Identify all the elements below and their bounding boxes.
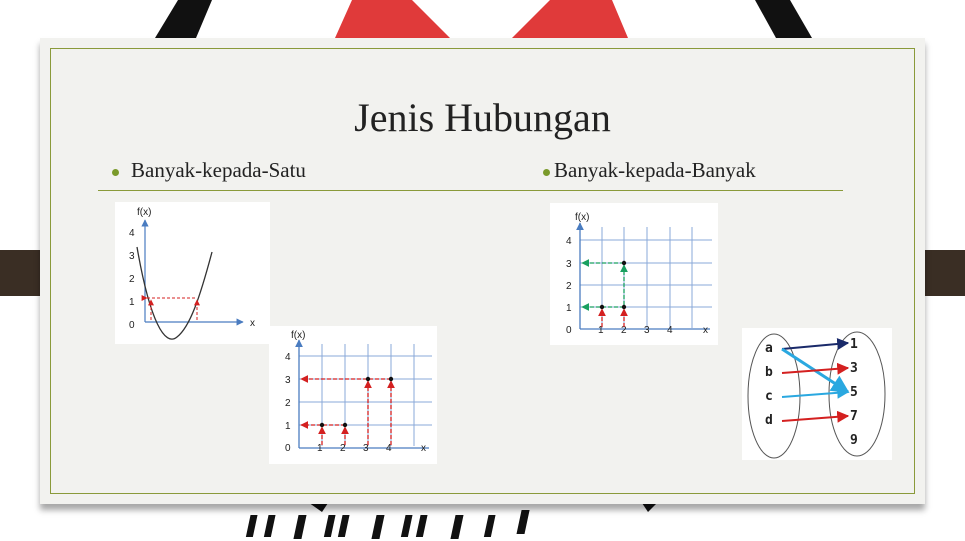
- y-tick: 3: [285, 375, 291, 386]
- decor-black-stroke-right: [755, 0, 812, 38]
- map-arrow: [781, 362, 850, 375]
- x-tick: 4: [667, 325, 673, 336]
- y-tick: 3: [129, 251, 135, 262]
- codomain-label: 9: [850, 433, 858, 448]
- x-tick: 1: [317, 443, 323, 454]
- x-tick: 3: [363, 443, 369, 454]
- x-axis-label: x: [250, 318, 255, 329]
- x-tick: 0: [285, 443, 291, 454]
- y-tick: 3: [566, 259, 572, 270]
- y-axis-label: f(x): [291, 330, 305, 341]
- domain-label: b: [765, 365, 773, 380]
- x-tick: 4: [386, 443, 392, 454]
- bullet-right-text: Banyak-kepada-Banyak: [554, 158, 756, 182]
- y-axis-label: f(x): [575, 212, 589, 223]
- mapping-arrows: [581, 259, 628, 327]
- bullet-dot: [112, 168, 119, 176]
- data-point: [365, 376, 371, 382]
- parabola-curve: [136, 246, 213, 340]
- chart-many-to-one: f(x) x 4 3 2 1 0 1 2 3 4: [269, 326, 437, 464]
- y-tick: 2: [129, 274, 135, 285]
- y-tick: 0: [129, 320, 135, 331]
- x-tick: 0: [566, 325, 572, 336]
- data-point: [342, 422, 348, 428]
- bullet-dot: [543, 168, 550, 176]
- x-axis-label: x: [421, 443, 426, 454]
- grid: [580, 227, 712, 328]
- y-axis-label: f(x): [137, 207, 151, 218]
- data-point: [621, 260, 627, 266]
- data-points: [319, 376, 394, 428]
- decor-red-shape-left: [335, 0, 450, 38]
- x-tick: 1: [598, 325, 604, 336]
- decor-red-shape-right: [512, 0, 628, 38]
- bullet-right: Banyak-kepada-Banyak: [543, 158, 756, 183]
- data-point: [599, 304, 605, 310]
- y-tick: 1: [129, 297, 135, 308]
- data-point: [319, 422, 325, 428]
- grid: [299, 344, 432, 446]
- x-axis-label: x: [703, 325, 708, 336]
- y-tick: 4: [285, 352, 291, 363]
- title-underline: [98, 190, 843, 191]
- mapping-arrows: [300, 375, 395, 445]
- bullet-left: Banyak-kepada-Satu: [112, 158, 306, 183]
- y-tick: 4: [129, 228, 135, 239]
- decor-bottom-marks: [245, 510, 530, 539]
- map-arrow: [781, 386, 850, 399]
- codomain-label: 7: [850, 409, 858, 424]
- x-tick: 2: [621, 325, 627, 336]
- slide-frame: [50, 48, 915, 494]
- domain-label: d: [765, 413, 773, 428]
- codomain-label: 5: [850, 385, 858, 400]
- data-point: [388, 376, 394, 382]
- x-tick: 2: [340, 443, 346, 454]
- codomain-label: 1: [850, 337, 858, 352]
- map-arrow: [781, 410, 850, 423]
- y-tick: 4: [566, 236, 572, 247]
- y-tick: 2: [285, 398, 291, 409]
- y-tick: 2: [566, 281, 572, 292]
- y-tick: 1: [566, 303, 572, 314]
- chart-many-to-many: f(x) x 4 3 2 1 0 1 2 3 4: [550, 203, 718, 345]
- domain-label: a: [765, 341, 773, 356]
- mapping-diagram: a b c d 1 3 5 7 9: [742, 328, 892, 460]
- decor-black-stroke-left: [155, 0, 212, 38]
- x-tick: 3: [644, 325, 650, 336]
- bullet-left-text: Banyak-kepada-Satu: [131, 158, 306, 182]
- data-point: [621, 304, 627, 310]
- slide-title: Jenis Hubungan: [354, 95, 611, 140]
- slide: Jenis Hubungan Banyak-kepada-Satu Banyak…: [40, 38, 925, 504]
- codomain-label: 3: [850, 361, 858, 376]
- map-arrow: [781, 338, 850, 350]
- domain-label: c: [765, 389, 773, 404]
- chart-parabola: f(x) x 4 3 2 1 0: [115, 202, 270, 344]
- data-points: [599, 260, 627, 310]
- y-tick: 1: [285, 421, 291, 432]
